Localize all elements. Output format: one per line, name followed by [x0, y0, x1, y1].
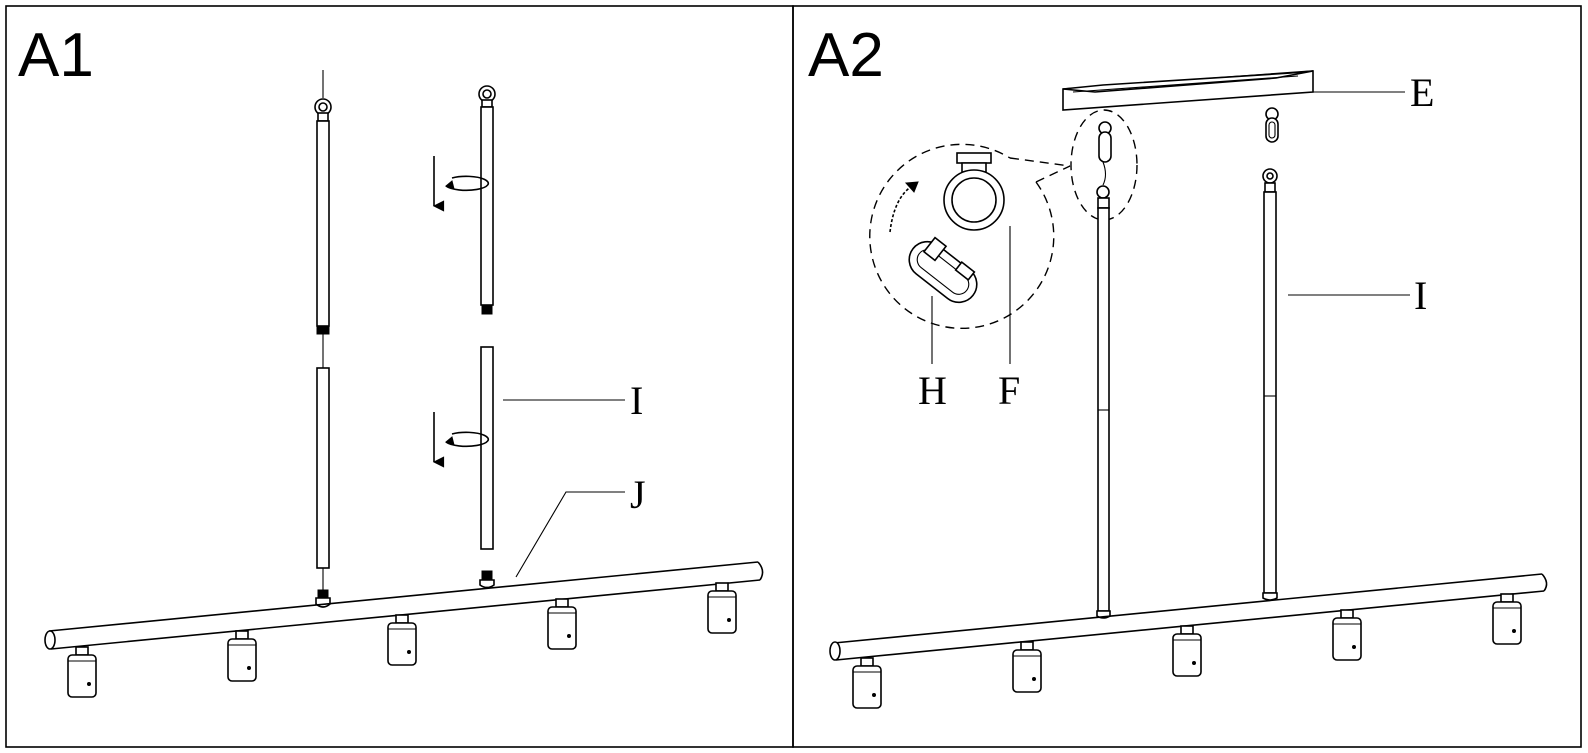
- a2-lamp-holder: [1172, 625, 1202, 677]
- rotate-down-arrow-icon: [432, 156, 490, 212]
- a2-label-e: E: [1410, 70, 1434, 115]
- a1-lamp-holder: [707, 582, 737, 634]
- a1-lamp-holder: [547, 598, 577, 650]
- a2-lamp-holder: [1012, 641, 1042, 693]
- a2-label-i: I: [1414, 273, 1427, 318]
- a1-label-i: I: [630, 378, 643, 423]
- a1-rod-piece-lower: [480, 346, 494, 550]
- a2-lamp-holder: [1332, 609, 1362, 661]
- a1-lamp-holder: [227, 630, 257, 682]
- a2-ceiling-hook-detail: [943, 152, 1005, 231]
- a2-lamp-holder: [1492, 593, 1522, 645]
- a1-lamp-holder: [387, 614, 417, 666]
- a1-rod-piece-upper: [480, 106, 494, 306]
- a1-lamp-holder: [67, 646, 97, 698]
- rotate-arrow-icon: [889, 181, 919, 233]
- panel-a1-title: A1: [18, 21, 94, 90]
- panel-a2-title: A2: [808, 21, 884, 90]
- a1-assembled-rod-upper: [316, 120, 330, 327]
- a2-assembly: E I: [829, 70, 1548, 709]
- a2-label-f: F: [998, 368, 1020, 413]
- panel-a2-frame: [792, 5, 1582, 748]
- rotate-down-arrow-icon: [432, 412, 490, 468]
- a2-ceiling-canopy: [1062, 70, 1314, 111]
- a2-rod-right: [1263, 191, 1277, 594]
- a2-label-h: H: [918, 368, 947, 413]
- a2-lamp-holder: [852, 657, 882, 709]
- a1-assembly: I J: [44, 70, 764, 698]
- a2-carabiner-detail: [908, 236, 978, 304]
- a2-detail-bubble: [869, 143, 1071, 329]
- a1-assembled-rod-lower: [316, 367, 330, 569]
- a1-label-j: J: [630, 472, 646, 517]
